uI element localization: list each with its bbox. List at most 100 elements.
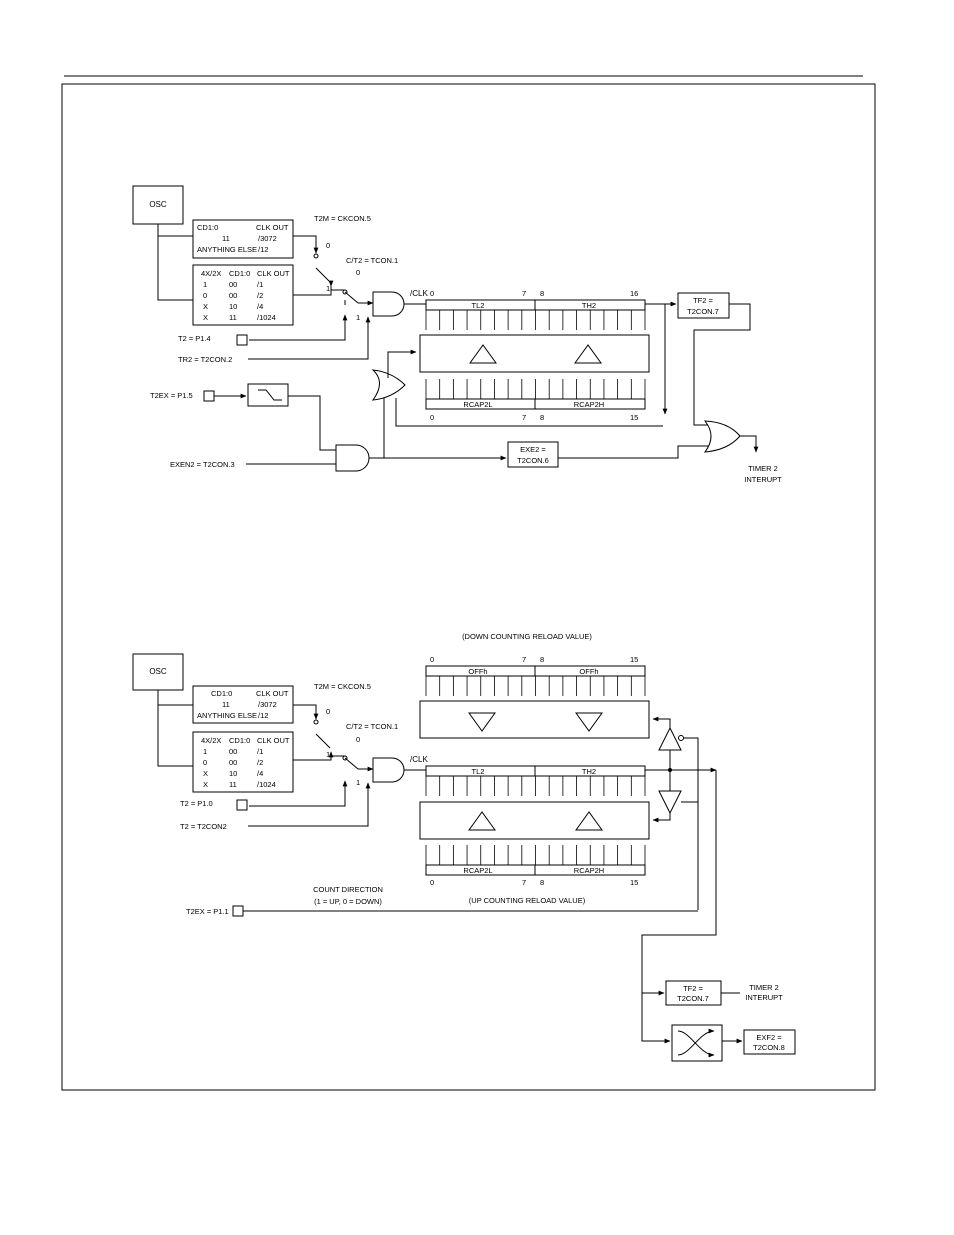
top-bit15-b: 15 — [630, 413, 638, 422]
bottom-osc-label: OSC — [149, 667, 167, 676]
top-clk-table — [192, 219, 294, 259]
top-t2ex-square — [203, 390, 215, 402]
top-t2m: T2M = CKCON.5 — [314, 214, 371, 223]
bottom-t2m: T2M = CKCON.5 — [314, 682, 371, 691]
top-ct2: C/T2 = TCON.1 — [346, 256, 398, 265]
div-cell: /1024 — [257, 780, 276, 789]
bottom-t2-pin-square — [236, 799, 248, 811]
div-header: CLK OUT — [257, 269, 290, 278]
top-bit0-a: 0 — [430, 289, 434, 298]
bottom-rcap2l: RCAP2L — [463, 866, 492, 875]
top-clk-r1c2: /3072 — [258, 234, 277, 243]
bottom-tf2-l2: T2CON.7 — [677, 994, 709, 1003]
div-cell: /2 — [257, 291, 263, 300]
bottom-exf2-box — [743, 1029, 796, 1055]
bottom-down-buffer — [658, 726, 682, 751]
top-tf2-l2: T2CON.7 — [687, 307, 719, 316]
bottom-offh-h: OFFh — [579, 667, 598, 676]
div-cell: 00 — [229, 280, 237, 289]
top-tf2-box — [677, 292, 730, 319]
div-header: 4X/2X — [201, 736, 221, 745]
bottom-clk-h2: CLK OUT — [256, 689, 289, 698]
bottom-div-table — [192, 731, 294, 793]
div-cell: 10 — [229, 769, 237, 778]
bottom-down-label: (DOWN COUNTING RELOAD VALUE) — [462, 632, 592, 641]
bottom-offh-register — [425, 665, 646, 696]
bottom-diagram: (DOWN COUNTING RELOAD VALUE) OSC CD1:0 C… — [132, 632, 796, 1062]
top-bit8-a: 8 — [540, 289, 544, 298]
top-up-triangle-h — [574, 344, 602, 364]
div-header: 4X/2X — [201, 269, 221, 278]
bottom-down-reload-block — [419, 700, 650, 739]
bottom-down-triangle-h — [575, 712, 603, 732]
bottom-int-l1: TIMER 2 — [749, 983, 779, 992]
top-sw2-zero: 0 — [356, 268, 360, 277]
div-cell: 1 — [203, 747, 207, 756]
bottom-bit8-b: 8 — [540, 878, 544, 887]
top-or-gate — [371, 369, 406, 401]
div-cell: /1024 — [257, 313, 276, 322]
top-int-l1: TIMER 2 — [748, 464, 778, 473]
div-cell: 0 — [203, 291, 207, 300]
div-cell: /4 — [257, 302, 263, 311]
top-rcap2h: RCAP2H — [574, 400, 604, 409]
bottom-bit15-b: 15 — [630, 878, 638, 887]
top-osc-label: OSC — [149, 200, 167, 209]
bottom-tf2-l1: TF2 = — [683, 984, 703, 993]
bottom-sw1-blade — [315, 733, 331, 749]
top-clk-h1: CD1:0 — [197, 223, 218, 232]
top-th2: TH2 — [582, 301, 596, 310]
div-cell: X — [203, 780, 208, 789]
top-bit0-b: 0 — [430, 413, 434, 422]
bottom-sw1-one: 1 — [326, 750, 330, 759]
top-bit7-b: 7 — [522, 413, 526, 422]
top-bit16: 16 — [630, 289, 638, 298]
top-tr2-label: TR2 = T2CON.2 — [178, 355, 232, 364]
bottom-down-triangle-l — [468, 712, 496, 732]
top-t2ex-label: T2EX = P1.5 — [150, 391, 193, 400]
div-header: CLK OUT — [257, 736, 290, 745]
top-edge-icon — [258, 389, 282, 401]
div-cell: X — [203, 302, 208, 311]
top-reload-block — [419, 334, 650, 373]
bottom-timer-register — [425, 765, 646, 796]
top-exen2-label: EXEN2 = T2CON.3 — [170, 460, 235, 469]
div-cell: 10 — [229, 302, 237, 311]
top-tf2-l1: TF2 = — [693, 296, 713, 305]
div-cell: 11 — [229, 313, 237, 322]
bottom-exf2-l2: T2CON.8 — [753, 1043, 785, 1052]
top-timer-register — [425, 299, 646, 330]
top-sw1-contact0 — [313, 253, 319, 259]
top-and-gate — [372, 291, 405, 317]
top-sw1-zero: 0 — [326, 241, 330, 250]
bottom-sw2-zero: 0 — [356, 735, 360, 744]
bottom-up-label: (UP COUNTING RELOAD VALUE) — [469, 896, 586, 905]
bottom-bit7-b: 7 — [522, 878, 526, 887]
top-clk-label: /CLK — [410, 289, 428, 298]
top-diagram: OSC CD1:0 CLK OUT 11 /3072 ANYTHING ELSE… — [132, 185, 782, 484]
div-cell: 0 — [203, 758, 207, 767]
top-clk-r2c2: /12 — [258, 245, 268, 254]
bottom-tf2-box — [665, 980, 722, 1006]
bottom-sw1-zero: 0 — [326, 707, 330, 716]
div-header: CD1:0 — [229, 736, 250, 745]
bottom-rcap2h: RCAP2H — [574, 866, 604, 875]
div-cell: X — [203, 313, 208, 322]
bottom-clk-r2c1: ANYTHING ELSE — [197, 711, 257, 720]
top-bit7-a: 7 — [522, 289, 526, 298]
top-or-gate-int — [703, 420, 741, 453]
bottom-bit8-a: 8 — [540, 655, 544, 664]
div-cell: /4 — [257, 769, 263, 778]
bottom-exf2-l1: EXF2 = — [756, 1033, 782, 1042]
top-up-triangle-l — [469, 344, 497, 364]
bottom-osc-box — [132, 653, 184, 691]
top-tl2: TL2 — [472, 301, 485, 310]
top-clk-h2: CLK OUT — [256, 223, 289, 232]
bottom-sw2-one: 1 — [356, 778, 360, 787]
bottom-rcap-register — [425, 845, 646, 876]
bottom-bit0-b: 0 — [430, 878, 434, 887]
bottom-clk-r1c2: /3072 — [258, 700, 277, 709]
div-cell: 00 — [229, 291, 237, 300]
